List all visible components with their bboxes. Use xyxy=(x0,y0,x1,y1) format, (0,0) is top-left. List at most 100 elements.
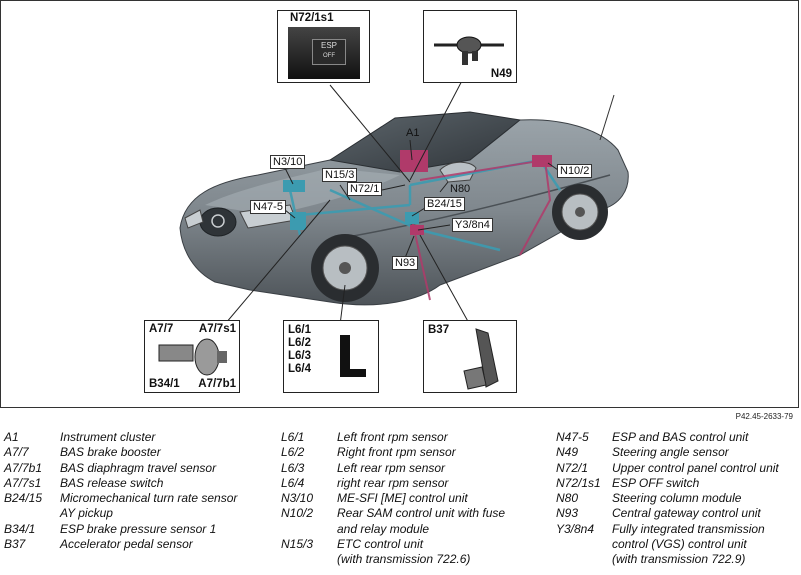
inset-label-n49: N49 xyxy=(490,68,512,80)
component-n10-2 xyxy=(532,155,552,167)
esp-button-text: ESP xyxy=(320,41,337,50)
legend-description: Micromechanical turn rate sensor xyxy=(60,491,238,506)
legend-description: ESP brake pressure sensor 1 xyxy=(60,521,217,536)
legend-row: L6/1 Left front rpm sensor xyxy=(281,430,551,445)
legend-description: (with transmission 722.9) xyxy=(612,552,746,567)
legend-description: and relay module xyxy=(337,521,430,536)
legend-code xyxy=(556,552,612,567)
callout-n47-5: N47-5 xyxy=(250,200,286,214)
component-a1 xyxy=(400,150,428,172)
legend-code xyxy=(556,537,612,552)
car-grille xyxy=(199,207,237,237)
inset-label-a7-7s1: A7/7s1 xyxy=(198,323,236,335)
car-illustration xyxy=(179,74,629,331)
component-n3-10 xyxy=(283,180,305,192)
legend-description: ETC control unit xyxy=(337,537,424,552)
component-n47-5 xyxy=(290,212,306,230)
inset-rpm-sensors: L6/1 L6/2 L6/3 L6/4 xyxy=(283,320,379,393)
legend-row: (with transmission 722.9) xyxy=(556,552,801,567)
brake-booster-icon xyxy=(158,338,227,376)
legend-row: AY pickup xyxy=(4,506,274,521)
legend-row: N15/3 ETC control unit xyxy=(281,537,551,552)
inset-label-b37: B37 xyxy=(428,324,450,336)
callout-n80: N80 xyxy=(450,183,471,195)
legend-code xyxy=(281,522,337,537)
esp-button-subtext: OFF xyxy=(323,53,335,59)
callout-n72-1: N72/1 xyxy=(347,182,383,196)
legend-code: A1 xyxy=(4,430,19,444)
inset-label-l6-1: L6/1 xyxy=(288,324,312,336)
legend-description: ME-SFI [ME] control unit xyxy=(337,491,468,506)
inset-label-a7-7b1: A7/7b1 xyxy=(198,378,236,390)
inset-brake-booster: A7/7 A7/7s1 B34/1 A7/7b1 xyxy=(144,320,240,393)
rpm-sensor-icon xyxy=(340,335,366,377)
legend-description: BAS diaphragm travel sensor xyxy=(60,460,217,475)
legend-description: Upper control panel control unit xyxy=(612,460,779,475)
inset-accelerator-pedal: B37 xyxy=(423,320,517,393)
legend-row: A7/7b1 BAS diaphragm travel sensor xyxy=(4,461,274,476)
inset-label-l6-3: L6/3 xyxy=(288,350,312,362)
pedal-icon xyxy=(463,328,499,390)
legend-code xyxy=(281,552,337,567)
legend-code: A7/7b1 xyxy=(4,460,43,475)
callout-n15-3: N15/3 xyxy=(322,168,358,182)
car-body xyxy=(179,119,629,306)
legend-description: Accelerator pedal sensor xyxy=(60,537,193,552)
legend-code: L6/2 xyxy=(281,445,305,460)
legend-row: A7/7 BAS brake booster xyxy=(4,445,274,460)
legend-description: (with transmission 722.6) xyxy=(337,552,471,567)
legend-code xyxy=(4,506,60,521)
legend-code: L6/1 xyxy=(281,430,305,444)
legend-code: A7/7s1 xyxy=(4,475,42,490)
callout-n93: N93 xyxy=(392,256,419,270)
diagram-area: N72/1s1 ESP OFF N49 A7/7 A7/7s1 B34/1 A7… xyxy=(0,0,799,408)
component-b24-15 xyxy=(405,212,419,224)
legend-code: N80 xyxy=(556,491,579,506)
legend-code: N72/1s1 xyxy=(556,475,601,490)
callout-b24-15: B24/15 xyxy=(424,197,465,211)
legend-code: B24/15 xyxy=(4,491,43,506)
legend-code: N15/3 xyxy=(281,537,314,552)
component-y3-8n4 xyxy=(410,225,424,235)
inset-label-l6-2: L6/2 xyxy=(288,337,312,349)
legend-code: L6/3 xyxy=(281,460,305,475)
callout-n3-10: N3/10 xyxy=(270,155,306,169)
inset-steering-angle-sensor: N49 xyxy=(423,10,517,83)
legend-code: A7/7 xyxy=(4,445,29,460)
legend-code: N47-5 xyxy=(556,430,589,444)
callout-a1: A1 xyxy=(406,127,420,139)
legend-description: control (VGS) control unit xyxy=(612,537,747,552)
legend-row: L6/3 Left rear rpm sensor xyxy=(281,461,551,476)
legend-row: N72/1 Upper control panel control unit xyxy=(556,461,801,476)
inset-label-n72-1s1: N72/1s1 xyxy=(290,12,334,24)
legend-description: BAS brake booster xyxy=(60,445,161,460)
legend-code: N49 xyxy=(556,445,579,460)
legend-description: Left rear rpm sensor xyxy=(337,460,446,475)
esp-button: ESP OFF xyxy=(312,39,346,65)
inset-label-b34-1: B34/1 xyxy=(149,378,180,390)
legend-description: Steering column module xyxy=(612,491,742,506)
legend-code: B37 xyxy=(4,537,26,552)
callout-n10-2: N10/2 xyxy=(557,164,593,178)
legend-description: Instrument cluster xyxy=(60,430,156,444)
legend-row: B24/15 Micromechanical turn rate sensor xyxy=(4,491,274,506)
inset-esp-off-switch: N72/1s1 ESP OFF xyxy=(277,10,370,83)
inset-label-a7-7: A7/7 xyxy=(149,323,174,335)
legend-description: Left front rpm sensor xyxy=(337,430,448,444)
legend-description: Central gateway control unit xyxy=(612,506,761,521)
legend-row: B37 Accelerator pedal sensor xyxy=(4,537,274,552)
legend-description: AY pickup xyxy=(60,506,113,521)
legend-description: Rear SAM control unit with fuse xyxy=(337,506,506,521)
legend-row: A1 Instrument cluster xyxy=(4,430,274,445)
legend-description: BAS release switch xyxy=(60,475,164,490)
legend-code: N72/1 xyxy=(556,460,589,475)
